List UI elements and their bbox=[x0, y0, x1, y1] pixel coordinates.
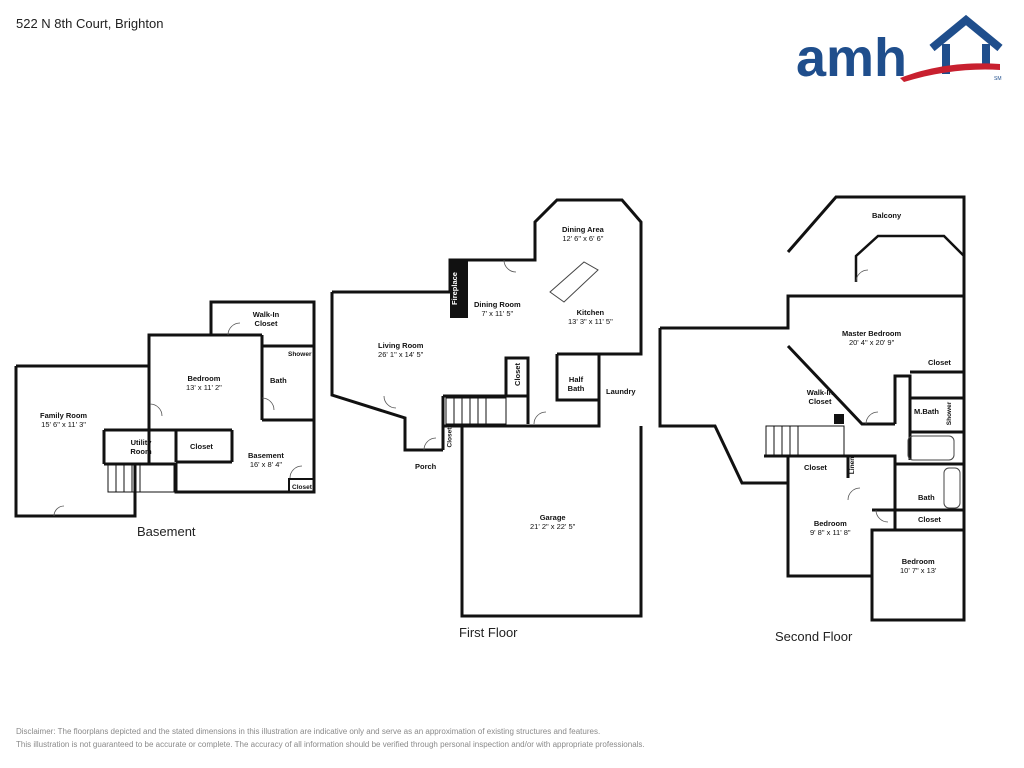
basement-closet-label: Closet bbox=[190, 442, 213, 451]
linen-label: Linen bbox=[849, 456, 857, 475]
basement-walls bbox=[14, 300, 316, 518]
house-roof-icon bbox=[929, 14, 1003, 52]
second-closet-label: Closet bbox=[928, 358, 951, 367]
service-mark: SM bbox=[994, 76, 1002, 82]
disclaimer-line-2: This illustration is not guaranteed to b… bbox=[16, 740, 645, 749]
second-bath-label: Bath bbox=[918, 493, 935, 502]
second-closet-3-label: Closet bbox=[918, 515, 941, 524]
second-floor-label: Second Floor bbox=[775, 629, 853, 644]
basement-shower-label: Shower bbox=[288, 351, 312, 358]
second-floor-walls bbox=[658, 195, 966, 622]
second-closet-2-label: Closet bbox=[804, 463, 827, 472]
basement-floor-label: Basement bbox=[137, 524, 196, 539]
brand-text: amh bbox=[796, 28, 907, 82]
porch-label: Porch bbox=[415, 462, 437, 471]
disclaimer-line-1: Disclaimer: The floorplans depicted and … bbox=[16, 727, 601, 736]
first-closet-label: Closet bbox=[512, 363, 522, 386]
laundry-label: Laundry bbox=[606, 387, 636, 396]
fireplace-block bbox=[450, 260, 468, 318]
first-floor-label: First Floor bbox=[459, 625, 518, 640]
utility-room-label: Utility Room bbox=[130, 438, 152, 456]
property-address: 522 N 8th Court, Brighton bbox=[16, 16, 164, 31]
first-closet-2-label: Closet bbox=[446, 427, 454, 448]
basement-closet-2-label: Closet bbox=[292, 484, 312, 491]
second-walk-in-closet-label: Walk-In Closet bbox=[806, 388, 834, 406]
stairs bbox=[107, 397, 845, 493]
first-floor-walls bbox=[330, 198, 643, 618]
basement-bath-label: Bath bbox=[270, 376, 287, 385]
balcony-label: Balcony bbox=[872, 211, 902, 220]
amh-logo: amh SM bbox=[796, 14, 1003, 82]
swoosh-icon bbox=[900, 63, 1000, 82]
fireplace-label: Fireplace bbox=[449, 272, 459, 305]
second-shower-label: Shower bbox=[946, 401, 954, 426]
half-bath-label: Half Bath bbox=[567, 375, 585, 393]
basement-walk-in-closet-label: Walk-In Closet bbox=[252, 310, 280, 328]
master-bath-label: M.Bath bbox=[914, 407, 939, 416]
